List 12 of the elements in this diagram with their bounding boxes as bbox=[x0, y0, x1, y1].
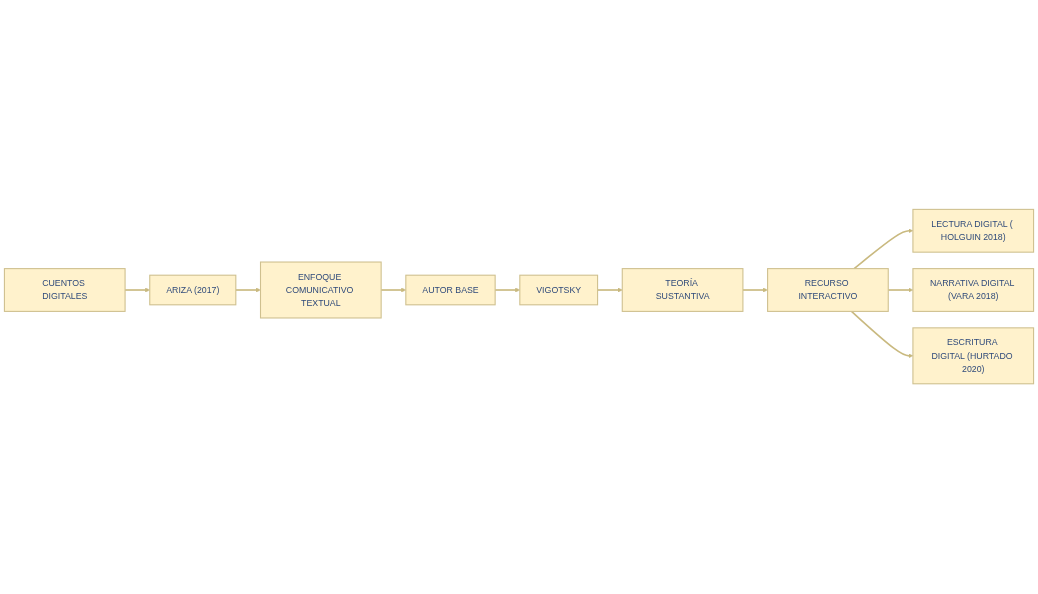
arrow bbox=[235, 288, 261, 293]
node-box: ENFOQUE COMUNICATIVO TEXTUAL bbox=[259, 261, 382, 319]
node-box: VIGOTSKY bbox=[519, 275, 599, 306]
node-box: ARIZA (2017) bbox=[149, 275, 237, 306]
arrow bbox=[742, 288, 768, 293]
node-box: AUTOR BASE bbox=[405, 275, 496, 306]
node-box: LECTURA DIGITAL ( HOLGUIN 2018) bbox=[912, 209, 1035, 254]
node-box: NARRATIVA DIGITAL (VARA 2018) bbox=[912, 268, 1035, 313]
node-box: ESCRITURA DIGITAL (HURTADO 2020) bbox=[912, 327, 1035, 385]
node-box: CUENTOS DIGITALES bbox=[3, 268, 126, 313]
node-box: RECURSO INTERACTIVO bbox=[767, 268, 889, 313]
node-box: TEORÍA SUSTANTIVA bbox=[621, 268, 744, 313]
